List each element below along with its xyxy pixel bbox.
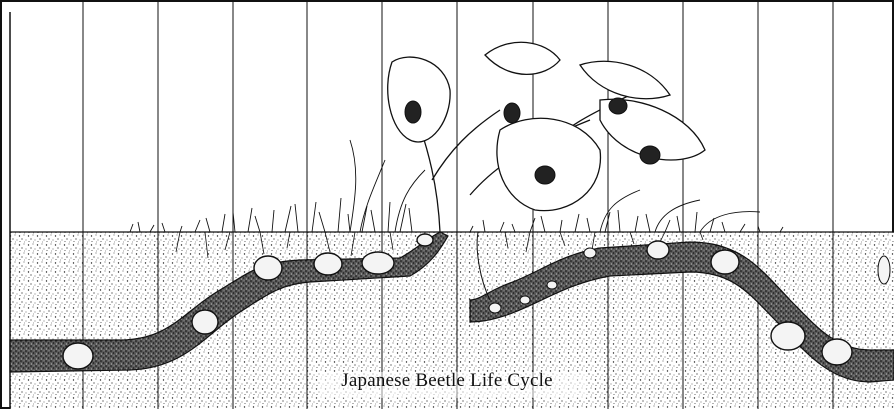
larva-icon <box>63 343 93 369</box>
larva-icon <box>711 250 739 274</box>
diagram-caption: Japanese Beetle Life Cycle <box>0 370 894 392</box>
larva-icon <box>771 322 805 350</box>
adult-beetle-icon <box>405 101 421 123</box>
egg-icon <box>547 281 557 289</box>
adult-beetle-icon <box>609 98 627 114</box>
larva-icon <box>647 241 669 259</box>
larva-icon <box>192 310 218 334</box>
larva-icon <box>362 252 394 274</box>
egg-icon <box>584 248 596 258</box>
egg-icon <box>520 296 530 304</box>
pupa-icon <box>878 256 890 284</box>
larva-icon <box>314 253 342 275</box>
egg-icon <box>489 303 501 313</box>
larva-icon <box>254 256 282 280</box>
adult-beetle-icon <box>504 103 520 123</box>
adult-beetle-icon <box>535 166 555 184</box>
larva-icon <box>822 339 852 365</box>
larva-icon <box>417 234 433 246</box>
adult-beetle-icon <box>640 146 660 164</box>
